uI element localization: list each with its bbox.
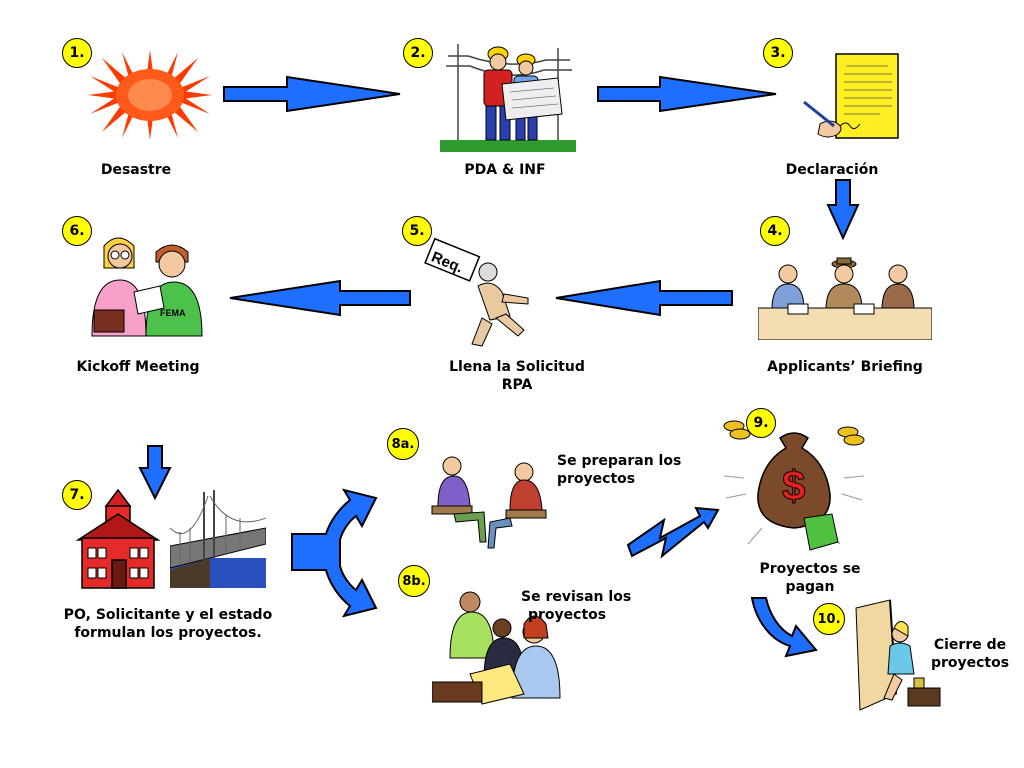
step-5-label-line2: RPA <box>501 377 533 393</box>
step-8a-label-line2: proyectos <box>557 471 636 487</box>
step-6-badge: 6. <box>62 216 92 246</box>
step-4-label: Applicants’ Briefing <box>767 359 923 375</box>
schoolhouse-icon <box>76 488 160 589</box>
arrow-7-split <box>291 488 378 618</box>
two-people-seated-icon <box>431 456 547 549</box>
people-reviewing-documents-icon <box>432 591 561 705</box>
step-9-label-line2: pagan <box>785 579 835 595</box>
briefing-meeting-icon <box>758 257 932 340</box>
arrow-5-to-6 <box>229 279 411 317</box>
signing-document-icon <box>803 53 899 139</box>
step-8b-label-line2: proyectos <box>528 607 607 623</box>
engineers-with-blueprint-icon <box>440 44 576 152</box>
money-bag-icon: $ <box>723 420 865 551</box>
sun-burst-icon <box>88 50 212 140</box>
arrow-4-to-5 <box>555 279 733 317</box>
step-9-label-line1: Proyectos se <box>759 561 861 577</box>
step-6-label: Kickoff Meeting <box>76 359 200 375</box>
kickoff-meeting-people-icon: FEMA <box>91 237 203 337</box>
step-2-label: PDA & INF <box>464 162 546 178</box>
step-4-badge: 4. <box>760 216 790 246</box>
step-8a-badge: 8a. <box>387 428 419 460</box>
step-8b-label-line1: Se revisan los <box>521 589 632 605</box>
arrow-8-to-9 <box>626 506 720 559</box>
step-9-badge: 9. <box>746 408 776 438</box>
step-8b-badge: 8b. <box>398 565 430 597</box>
bridge-icon <box>170 490 266 588</box>
step-10-label-line2: proyectos <box>930 655 1010 671</box>
fema-shirt-text: FEMA <box>160 308 186 318</box>
arrow-3-to-4 <box>826 179 860 241</box>
step-1-label: Desastre <box>100 162 172 178</box>
step-8a-label-line1: Se preparan los <box>557 453 682 469</box>
step-7-badge: 7. <box>62 480 92 510</box>
dollar-sign-icon: $ <box>782 462 805 509</box>
arrow-2-to-3 <box>597 75 777 113</box>
step-7-label-line1: PO, Solicitante y el estado <box>63 607 273 623</box>
step-1-badge: 1. <box>62 38 92 68</box>
arrow-6-to-7 <box>138 445 172 501</box>
step-10-badge: 10. <box>813 603 845 635</box>
step-3-badge: 3. <box>763 38 793 68</box>
running-person-with-request-icon: Req. <box>424 237 529 347</box>
step-5-badge: 5. <box>402 216 432 246</box>
step-5-label-line1: Llena la Solicitud <box>449 359 585 375</box>
arrow-1-to-2 <box>223 75 401 113</box>
step-10-label-line1: Cierre de <box>933 637 1007 653</box>
step-7-label-line2: formulan los proyectos. <box>74 625 262 641</box>
step-2-badge: 2. <box>403 38 433 68</box>
step-3-label: Declaración <box>785 162 879 178</box>
closing-door-woman-icon <box>855 599 941 711</box>
arrow-9-to-10 <box>750 597 818 658</box>
